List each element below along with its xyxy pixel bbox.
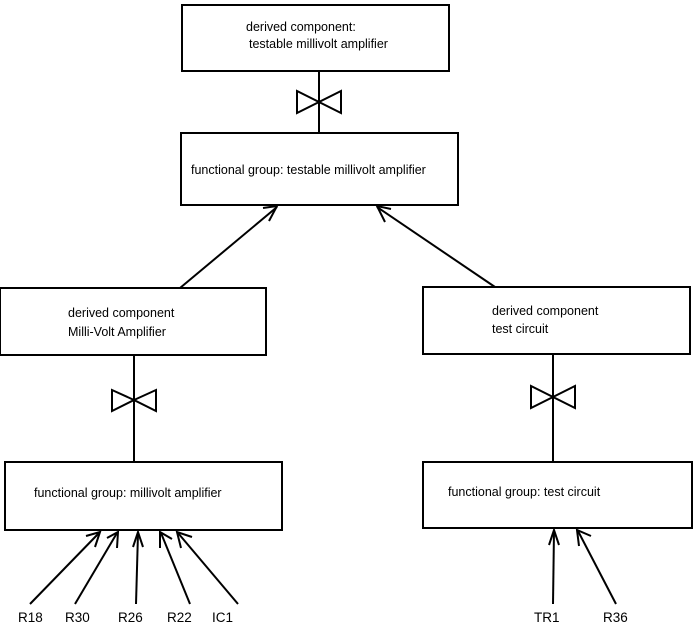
arrow-left-derived-to-top-group: [179, 204, 279, 289]
arrow-head-icon: [175, 530, 193, 549]
node-right-derived-component[interactable]: derived component test circuit: [422, 286, 691, 355]
node-label-line1: derived component: [68, 306, 175, 320]
arrow-shaft: [376, 206, 496, 288]
arrow-shaft: [552, 530, 555, 605]
leaf-label-r18: R18: [18, 610, 43, 625]
node-label-line2: Milli-Volt Amplifier: [68, 325, 166, 339]
node-left-derived-component[interactable]: derived component Milli-Volt Amplifier: [0, 287, 267, 356]
arrow-group-left-leaves: [29, 528, 239, 605]
node-left-functional-group[interactable]: functional group: millivolt amplifier: [4, 461, 283, 531]
node-label-line1: functional group: test circuit: [448, 485, 601, 499]
node-label-line1: functional group: millivolt amplifier: [34, 486, 222, 500]
bowtie-icon-left: [111, 388, 157, 413]
node-box: [0, 287, 267, 356]
arrow-group-right-leaves: [548, 526, 617, 605]
connector-group: [133, 71, 554, 462]
leaf-label-r36: R36: [603, 610, 628, 625]
leaf-label-group: R18 R30 R26 R22 IC1 TR1 R36: [18, 610, 628, 625]
arrow-tr1: [548, 526, 560, 605]
arrow-ic1: [175, 530, 239, 605]
arrow-head-icon: [132, 528, 144, 548]
arrow-r22: [159, 530, 191, 605]
node-right-functional-group[interactable]: functional group: test circuit: [422, 461, 693, 529]
arrow-shaft: [135, 532, 139, 605]
arrow-head-icon: [159, 530, 173, 548]
arrow-r26: [132, 528, 144, 605]
arrow-shaft: [177, 532, 239, 605]
arrow-r30: [74, 530, 120, 605]
arrow-head-icon: [85, 530, 102, 548]
arrow-shaft: [577, 530, 617, 605]
arrow-head-icon: [375, 204, 392, 223]
arrow-head-icon: [106, 530, 120, 549]
arrow-right-derived-to-top-group: [375, 204, 496, 288]
arrow-head-icon: [548, 526, 560, 546]
node-label-line1: functional group: testable millivolt amp…: [191, 163, 426, 177]
leaf-label-ic1: IC1: [212, 610, 233, 625]
node-top-derived-component[interactable]: derived component: testable millivolt am…: [181, 4, 450, 72]
node-box: [422, 461, 693, 529]
bowtie-icon-right: [530, 384, 576, 410]
arrow-shaft: [160, 532, 191, 605]
bowtie-icon-group: [111, 89, 576, 413]
arrow-shaft: [179, 206, 278, 289]
arrow-shaft: [29, 532, 100, 605]
leaf-label-r26: R26: [118, 610, 143, 625]
arrow-r36: [575, 528, 617, 605]
bowtie-icon-top: [296, 89, 342, 115]
leaf-label-r22: R22: [167, 610, 192, 625]
leaf-label-tr1: TR1: [534, 610, 560, 625]
node-box: [180, 132, 459, 206]
node-label-line1: derived component: [492, 304, 599, 318]
node-top-functional-group[interactable]: functional group: testable millivolt amp…: [180, 132, 459, 206]
leaf-label-r30: R30: [65, 610, 90, 625]
node-label-line2: testable millivolt amplifier: [249, 37, 388, 51]
arrow-head-icon: [575, 528, 592, 547]
node-box: [422, 286, 691, 355]
node-box: [181, 4, 450, 72]
node-label-line1: derived component:: [246, 20, 356, 34]
node-box: [4, 461, 283, 531]
arrow-head-icon: [262, 204, 279, 222]
arrow-r18: [29, 530, 102, 605]
node-label-line2: test circuit: [492, 322, 549, 336]
arrow-group-mid: [179, 204, 496, 289]
arrow-shaft: [74, 532, 118, 605]
